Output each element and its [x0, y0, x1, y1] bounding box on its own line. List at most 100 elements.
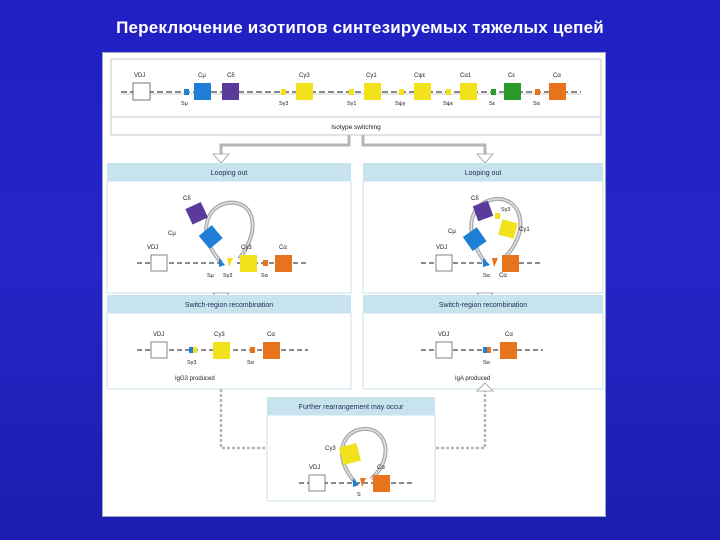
left-loop-s-mu-mark — [219, 258, 225, 267]
left-recombination-header — [107, 295, 351, 313]
top-vdj-segment — [132, 82, 151, 101]
top-c-alpha-segment — [549, 83, 566, 100]
top-s-psiepsilon-box — [446, 89, 451, 95]
left-result-c-gamma3-label: Cγ3 — [214, 332, 225, 338]
left-looping-panel — [106, 180, 352, 294]
left-loop-c-mu — [198, 225, 223, 250]
left-loop-s-gamma3-mark — [227, 258, 233, 267]
right-loop-c-mu — [462, 227, 487, 251]
right-loop-c-alpha — [502, 255, 519, 272]
right-loop-s-mu-mark — [483, 258, 490, 267]
top-c-epsilon-label: Cε — [508, 73, 515, 79]
top-vdj-label: VDJ — [134, 73, 145, 79]
left-result-c-alpha — [263, 342, 280, 359]
split-arrow-left-head — [212, 153, 230, 164]
top-s-psiepsilon-label: Sψε — [443, 101, 454, 107]
left-loop-c-mu-label: Cμ — [168, 231, 176, 237]
top-s-gamma1-box — [349, 89, 354, 95]
further-c-gamma3 — [338, 442, 362, 466]
further-s-mu-mark — [353, 478, 359, 487]
left-loop-c-alpha — [275, 255, 292, 272]
right-loop-vdj — [435, 254, 453, 272]
isotype-switching-figure: VDJ Sμ Cμ Cδ Sγ3 Cγ3 Sγ1 Cγ1 Sψγ Cψε Sψε… — [102, 52, 606, 517]
left-result-vdj — [150, 341, 168, 359]
right-loop-vdj-label: VDJ — [436, 245, 447, 251]
further-s-label: S — [357, 492, 361, 498]
right-result-c-alpha — [500, 342, 517, 359]
slide-title: Переключение изотипов синтезируемых тяже… — [116, 18, 604, 37]
left-result-vdj-label: VDJ — [153, 332, 164, 338]
top-s-alpha-box — [535, 89, 540, 95]
right-loop-c-delta — [472, 200, 494, 222]
further-c-alpha — [373, 475, 390, 492]
top-c-psiepsilon-segment — [414, 83, 431, 100]
top-locus-panel — [110, 58, 602, 118]
top-s-psigamma-label: Sψγ — [395, 101, 406, 107]
left-loop-s-alpha-label: Sα — [261, 273, 269, 279]
top-c-epsilon-segment — [504, 83, 521, 100]
further-header-label: Further rearrangement may occur — [299, 404, 404, 411]
right-connector — [435, 389, 487, 450]
right-loop-s-alpha-mark — [492, 258, 498, 267]
top-s-epsilon-box — [491, 89, 496, 95]
top-c-mu-label: Cμ — [198, 73, 206, 79]
left-loop-s-mu-label: Sμ — [207, 273, 214, 279]
further-c-gamma3-label: Cγ3 — [325, 446, 336, 452]
top-c-delta-segment — [222, 83, 239, 100]
right-produced-label: IgA produced — [455, 376, 490, 382]
further-header — [267, 397, 435, 415]
left-looping-header-label: Looping out — [211, 170, 248, 177]
right-looping-header — [363, 163, 603, 181]
top-s-gamma3-box — [281, 89, 286, 95]
left-recombination-header-label: Switch-region recombination — [185, 302, 273, 309]
right-loop-s-alpha-label: Sα — [483, 273, 491, 279]
figure-canvas: VDJ Sμ Cμ Cδ Sγ3 Cγ3 Sγ1 Cγ1 Sψγ Cψε Sψε… — [106, 58, 604, 502]
left-result-s-gamma3-half — [193, 347, 197, 353]
right-result-s-mu-half — [483, 347, 487, 353]
left-loop-vdj — [150, 254, 168, 272]
top-s-mu-box — [184, 89, 189, 95]
top-c-gamma1-segment — [364, 83, 381, 100]
right-result-s-alpha-half — [487, 347, 491, 353]
right-loop-c-gamma1-label: Cγ1 — [519, 227, 530, 233]
top-s-alpha-label: Sα — [533, 101, 541, 107]
left-result-s-alpha-box — [250, 347, 255, 353]
left-result-s-gamma3-label: Sγ3 — [187, 360, 196, 366]
left-loop-vdj-label: VDJ — [147, 245, 158, 251]
left-loop-c-delta-label: Cδ — [183, 196, 191, 202]
left-result-c-alpha-label: Cα — [267, 332, 275, 338]
left-produced-label: IgG3 produced — [175, 376, 215, 382]
left-loop-s-gamma3-label: Sγ3 — [223, 273, 232, 279]
isotype-switching-banner — [110, 116, 602, 136]
left-looping-header — [107, 163, 351, 181]
top-c-gamma3-segment — [296, 83, 313, 100]
isotype-switching-label: Isotype switching — [331, 124, 381, 131]
left-result-s-alpha-label: Sα — [247, 360, 255, 366]
top-c-mu-segment — [194, 83, 211, 100]
left-loop-c-delta — [185, 201, 208, 225]
top-c-gamma3-label: Cγ3 — [299, 73, 310, 79]
right-result-vdj-label: VDJ — [438, 332, 449, 338]
top-c-alpha1-segment — [460, 83, 477, 100]
split-arrow-right-head — [476, 153, 494, 164]
left-loop-c-alpha-label: Cα — [279, 245, 287, 251]
top-s-epsilon-label: Sε — [489, 101, 496, 107]
left-loop-c-gamma3-label: Cγ3 — [241, 245, 252, 251]
further-vdj — [308, 474, 326, 492]
further-vdj-label: VDJ — [309, 465, 320, 471]
further-c-alpha-label: Cα — [377, 465, 385, 471]
right-recombination-header-label: Switch-region recombination — [439, 302, 527, 309]
right-loop-s-gamma3-box — [495, 213, 500, 219]
left-connector — [219, 389, 267, 450]
right-loop-c-gamma1 — [498, 219, 518, 239]
left-result-c-gamma3 — [213, 342, 230, 359]
right-loop-c-delta-label: Cδ — [471, 196, 479, 202]
split-arrow-right — [361, 135, 487, 157]
right-loop-c-alpha-label: Cα — [499, 273, 507, 279]
top-s-mu-label: Sμ — [181, 101, 188, 107]
right-up-arrow — [476, 382, 494, 392]
right-result-vdj — [435, 341, 453, 359]
top-c-alpha-label: Cα — [553, 73, 561, 79]
top-s-gamma1-label: Sγ1 — [347, 101, 356, 107]
top-s-psigamma-box — [399, 89, 404, 95]
